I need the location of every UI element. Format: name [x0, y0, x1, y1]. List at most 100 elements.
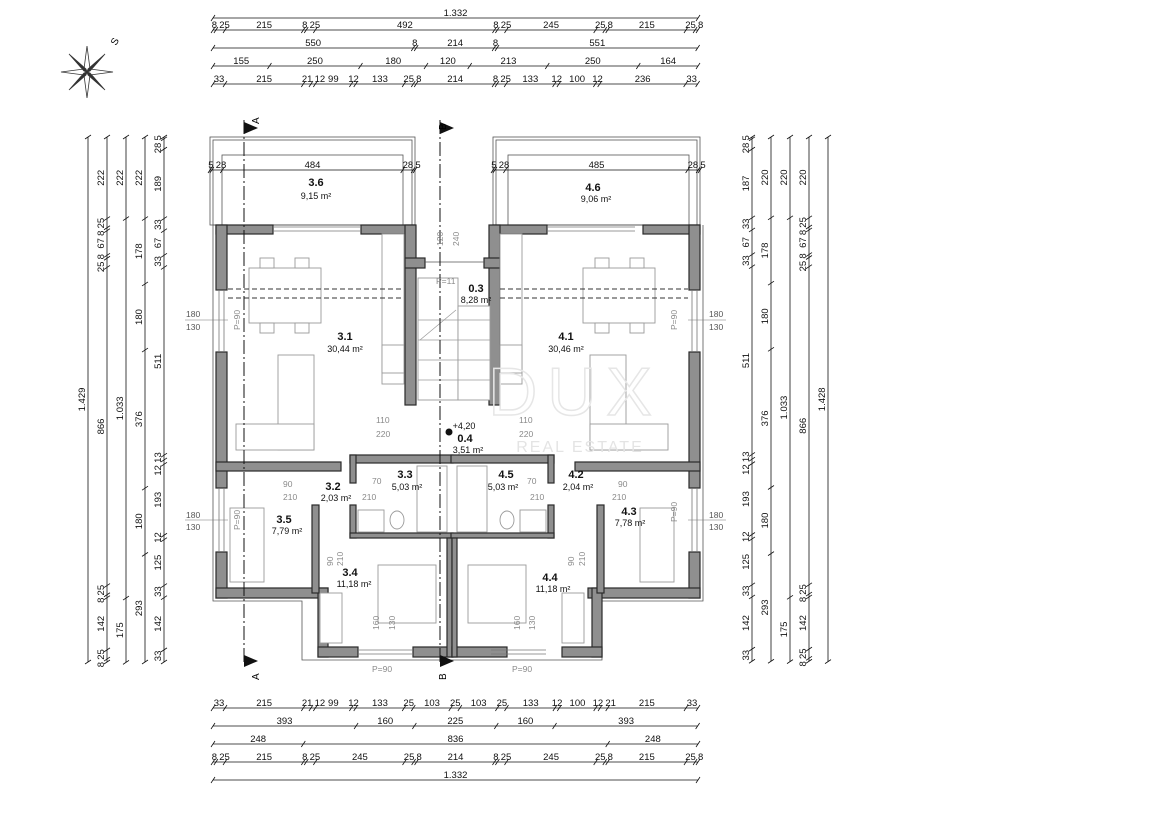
top-dimension-row-4-tick	[423, 62, 429, 70]
right-dimension-col-3-tick	[786, 595, 794, 600]
bottom-dimension-row-2-label: 160	[377, 716, 393, 727]
svg-text:P=90: P=90	[512, 664, 532, 674]
right-dimension-col-1-tick	[748, 264, 756, 270]
right-dimension-col-4-label: 25	[798, 261, 809, 272]
svg-text:210: 210	[612, 492, 626, 502]
right-dimension-col-1-label: 142	[741, 615, 752, 631]
balcony-right	[492, 136, 701, 226]
left-dimension-col-5-tick	[160, 452, 168, 458]
top-dimension-row-3-tick	[491, 44, 497, 52]
svg-text:3,51 m²: 3,51 m²	[453, 445, 484, 455]
room-4-6: 4.69,06 m²	[581, 182, 612, 204]
right-dimension-col-1-tick	[748, 452, 756, 457]
balcony-right-dimension-label: 485	[589, 160, 605, 171]
right-dimension-col-2-label: 178	[760, 243, 771, 259]
bottom-dimension-row-1-tick	[593, 704, 599, 712]
room-4-3: 4.37,78 m²	[615, 506, 646, 528]
balcony-left-dimension-tick	[207, 166, 213, 174]
room-3-2: 3.22,03 m²	[321, 481, 352, 503]
right-dimension-col-1-tick	[748, 227, 756, 233]
top-dimension-row-2-label: 25	[310, 20, 321, 31]
left-dimension-col-2-tick	[103, 134, 111, 140]
bottom-dimension-row-1-tick	[300, 704, 306, 712]
right-dimension-col-1-label: 5	[741, 135, 752, 140]
svg-text:4.5: 4.5	[498, 469, 513, 481]
top-dimension-row-5-label: 12	[592, 74, 603, 85]
top-dimension-row-5-label: 25	[500, 74, 511, 85]
top-dimension-row-2-label: 8	[698, 20, 703, 31]
left-dimension-col-2-label: 25	[96, 218, 107, 229]
bottom-dimension-row-4-tick	[692, 758, 698, 766]
left-dimension-col-5-tick	[160, 647, 168, 653]
section-a-label-top: A	[251, 117, 262, 124]
left-dimension-col-2-label: 142	[96, 616, 107, 632]
right-dimension-col-4-tick	[805, 215, 813, 221]
room-3-6: 3.69,15 m²	[301, 177, 332, 201]
balcony-left-dimension-label: 28	[403, 160, 414, 171]
bottom-dimension-row-4-label: 25	[404, 752, 415, 763]
bottom-dimension-row-1-label: 33	[687, 698, 698, 709]
bottom-dimension-row-4-tick	[605, 758, 611, 766]
left-dimension-col-4-tick	[141, 552, 149, 557]
left-dimension-col-5-tick	[160, 595, 168, 601]
left-dimension-col-2-label: 25	[96, 262, 107, 273]
left-dimension-col-5-tick	[160, 457, 168, 463]
right-dimension-col-1-label: 13	[741, 452, 752, 463]
left-dimension-col-3-label: 175	[115, 622, 126, 638]
top-dimension-row-2-tick	[495, 26, 500, 34]
left-dimension-col-4-tick	[141, 216, 149, 221]
left-dimension-col-5-label: 125	[153, 555, 164, 571]
top-dimension-row-5-label: 236	[635, 74, 651, 85]
top-dimension-row-1-label: 1.332	[444, 8, 468, 19]
bottom-dimension-row-1-label: 12	[593, 698, 604, 709]
bottom-dimension-row-3-label: 248	[250, 734, 266, 745]
svg-text:30,46 m²: 30,46 m²	[548, 344, 584, 354]
bottom-dimension-row-1-label: 25	[497, 698, 508, 709]
bottom-dimension-row-2-label: 160	[517, 716, 533, 727]
top-dimension-row-4-tick	[695, 62, 701, 70]
bottom-dimension-row-1-tick	[457, 704, 463, 712]
svg-text:160: 160	[512, 616, 522, 630]
svg-text:240: 240	[451, 232, 461, 246]
bottom-dimension-row-1-tick	[683, 704, 689, 712]
balcony-left-dimension-label: 484	[305, 160, 321, 171]
svg-text:90: 90	[566, 556, 576, 566]
left-dimension-col-5-label: 142	[153, 616, 164, 632]
right-dimension-col-1-tick	[748, 146, 756, 152]
right-dimension-col-1-label: 33	[741, 586, 752, 597]
svg-text:3.3: 3.3	[397, 469, 412, 481]
top-dimension-row-5-label: 12	[315, 74, 326, 85]
svg-text:P=90: P=90	[372, 664, 392, 674]
balcony-right-dimension-tick	[695, 166, 701, 174]
room-4-1: 4.130,46 m²	[548, 331, 584, 354]
right-dimension-col-2-label: 293	[760, 600, 771, 616]
left-dimension-col-2-label: 8	[96, 662, 107, 667]
top-dimension-row-2-label: 8	[493, 20, 498, 31]
bottom-dimension-row-1-tick	[605, 704, 611, 712]
left-dimension-col-3-tick	[122, 134, 130, 140]
left-dimension-col-5-label: 33	[153, 219, 164, 230]
top-dimension-row-4-label: 120	[440, 56, 456, 67]
top-dimension-row-5-tick	[491, 80, 497, 88]
balcony-left-dimension-label: 5	[415, 160, 420, 171]
left-dimension-col-5-tick	[160, 659, 168, 665]
top-dimension-row-5-tick	[222, 80, 228, 88]
right-dimension-col-4-tick	[805, 224, 813, 230]
top-dimension-row-4-label: 180	[385, 56, 401, 67]
svg-text:130: 130	[709, 522, 723, 532]
right-dimension-col-4-label: 25	[798, 648, 809, 659]
room-3-4: 3.411,18 m²	[337, 567, 372, 589]
top-dimension-row-2-tick	[504, 26, 509, 34]
svg-text:70: 70	[527, 476, 537, 486]
top-dimension-row-5-tick	[552, 80, 557, 88]
top-dimension-row-5-label: 133	[522, 74, 538, 85]
bottom-dimension-row-4-label: 8	[608, 752, 613, 763]
top-dimension-row-2-tick	[213, 26, 219, 34]
right-dimension-col-4-label: 25	[798, 217, 809, 228]
svg-text:130: 130	[709, 322, 723, 332]
right-dimension-col-1-tick	[748, 582, 756, 588]
walls-unit-4	[450, 224, 701, 658]
svg-text:130: 130	[186, 522, 200, 532]
right-dimension-col-4-tick	[805, 252, 813, 257]
